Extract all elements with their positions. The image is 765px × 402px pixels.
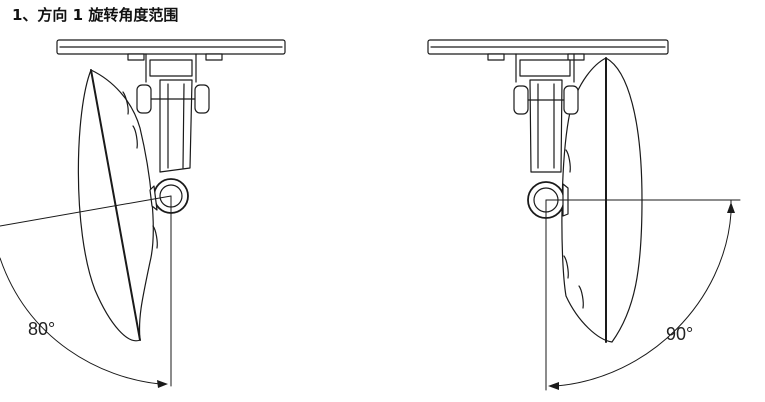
right-angle-label: 90° xyxy=(666,324,693,344)
left-mount-plate xyxy=(56,39,286,83)
left-rotation-figure: 80° xyxy=(0,39,286,388)
left-mount-arm xyxy=(136,79,210,214)
section-heading: 1、方向 1 旋转角度范围 xyxy=(12,6,179,24)
right-mount-arm xyxy=(513,79,579,219)
left-angle-indicator xyxy=(0,195,172,388)
right-mount-plate xyxy=(427,39,669,83)
left-angle-label: 80° xyxy=(28,319,55,339)
right-angle-indicator xyxy=(545,199,741,391)
right-rotation-figure: 90° xyxy=(427,39,741,391)
